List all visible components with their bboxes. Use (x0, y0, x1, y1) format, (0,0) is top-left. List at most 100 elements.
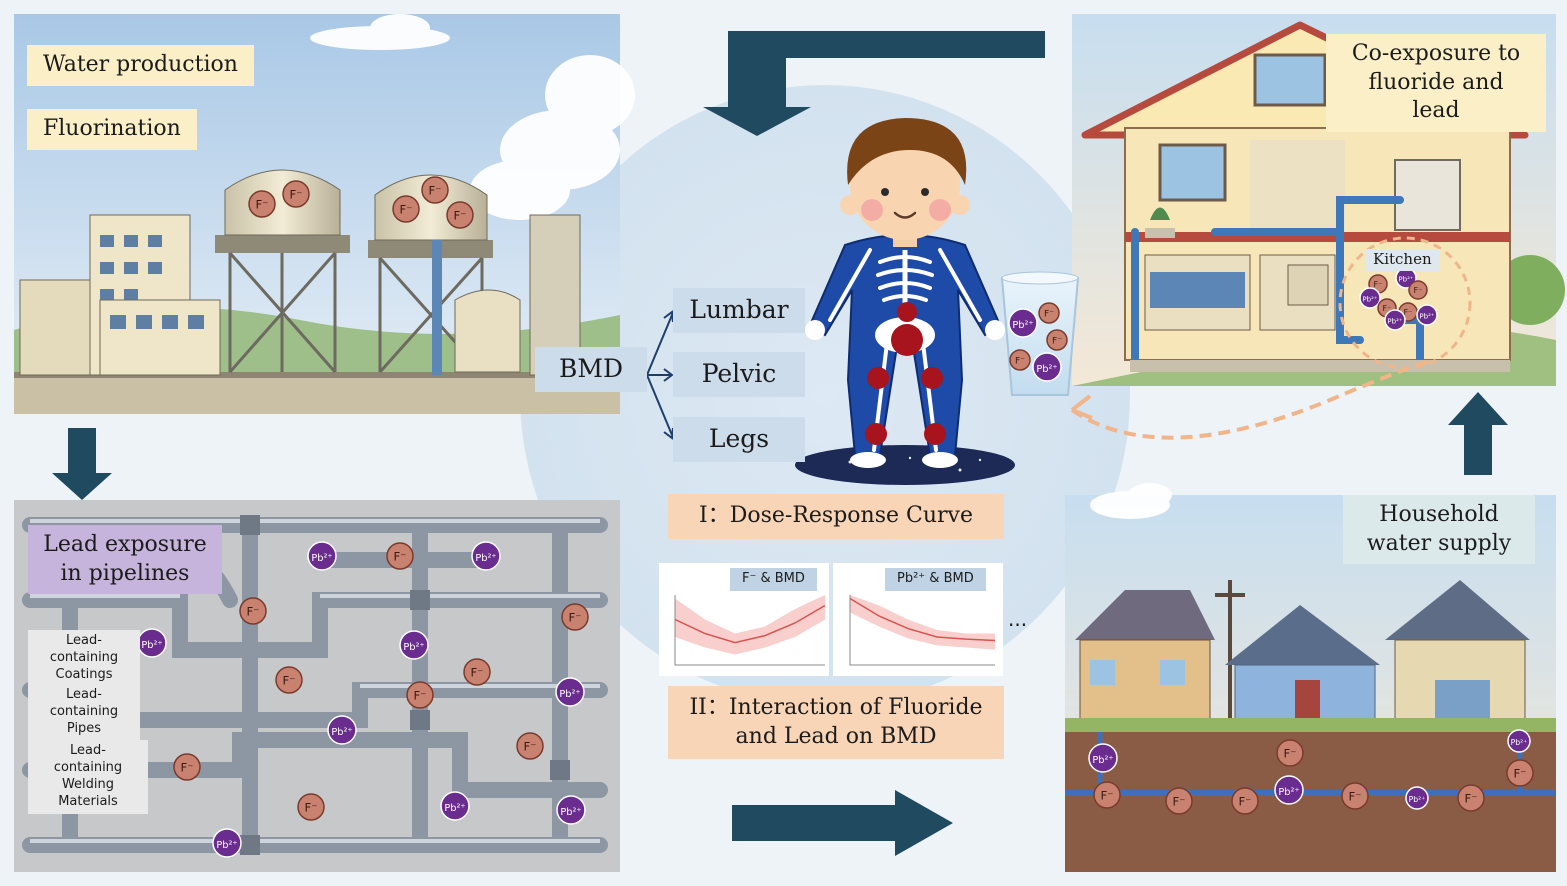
fluoride-ion: F⁻ (463, 658, 491, 686)
label-dose-response: I：Dose-Response Curve (668, 494, 1004, 539)
label-bmd: BMD (535, 347, 647, 392)
fluoride-ion: F⁻ (1009, 349, 1031, 371)
fluoride-ion: F⁻ (248, 190, 276, 218)
lead-ion: Pb²⁺ (1405, 786, 1429, 810)
label-lead-exposure: Lead exposure in pipelines (28, 525, 222, 595)
curve-line (674, 604, 826, 644)
svg-text:F⁻: F⁻ (1514, 767, 1527, 781)
svg-text:Pb²⁺: Pb²⁺ (311, 553, 332, 564)
lead-ion: Pb²⁺ (1384, 309, 1406, 331)
fluoride-ion: F⁻ (1093, 781, 1121, 809)
chart2-title: Pb²⁺ & BMD (885, 568, 986, 591)
svg-text:Pb²⁺: Pb²⁺ (1419, 313, 1434, 321)
arrow-left-down (52, 428, 112, 500)
svg-text:F⁻: F⁻ (1044, 310, 1054, 320)
svg-text:F⁻: F⁻ (394, 550, 407, 564)
svg-text:Pb²⁺: Pb²⁺ (141, 640, 162, 651)
fluoride-ion: F⁻ (275, 666, 303, 694)
svg-text:F⁻: F⁻ (1383, 303, 1392, 313)
label-co-exposure: Co-exposure to fluoride and lead (1326, 34, 1546, 132)
svg-text:F⁻: F⁻ (247, 605, 260, 619)
lead-ion: Pb²⁺ (307, 541, 337, 571)
svg-text:F⁻: F⁻ (283, 674, 296, 688)
svg-text:F⁻: F⁻ (256, 198, 269, 212)
label-lumbar: Lumbar (673, 288, 805, 333)
fluoride-ion: F⁻ (1276, 739, 1304, 767)
label-interaction: II：Interaction of Fluoride and Lead on B… (668, 686, 1004, 760)
label-pelvic: Pelvic (673, 352, 805, 397)
fluoride-ion: F⁻ (561, 603, 589, 631)
axis (674, 595, 825, 666)
svg-text:F⁻: F⁻ (414, 689, 427, 703)
arrow-bottom (732, 790, 953, 856)
svg-text:Pb²⁺: Pb²⁺ (559, 689, 580, 700)
arrow-top (703, 31, 1045, 136)
label-lead-pipes: Lead-containing Pipes (28, 684, 140, 741)
lead-ion: Pb²⁺ (440, 791, 470, 821)
fluoride-ion: F⁻ (406, 681, 434, 709)
svg-text:Pb²⁺: Pb²⁺ (1012, 320, 1033, 331)
svg-text:Pb²⁺: Pb²⁺ (403, 642, 424, 653)
label-household-water: Household water supply (1343, 495, 1535, 565)
svg-text:F⁻: F⁻ (1404, 307, 1413, 317)
svg-text:Pb²⁺: Pb²⁺ (560, 807, 581, 818)
curve-line (849, 597, 996, 642)
svg-text:Pb²⁺: Pb²⁺ (216, 840, 237, 851)
lead-ion: Pb²⁺ (1507, 729, 1531, 753)
svg-text:F⁻: F⁻ (1052, 337, 1062, 347)
lead-ion: Pb²⁺ (1032, 352, 1062, 382)
fluoride-ion: F⁻ (516, 732, 544, 760)
svg-text:Pb²⁺: Pb²⁺ (444, 803, 465, 814)
fluoride-ion: F⁻ (392, 195, 420, 223)
chart-fluoride-bmd (674, 595, 826, 666)
svg-text:F⁻: F⁻ (454, 209, 467, 223)
lead-ion: Pb²⁺ (1274, 775, 1304, 805)
lead-ion: Pb²⁺ (1008, 308, 1038, 338)
svg-text:F⁻: F⁻ (1374, 279, 1383, 289)
flow-arrows (52, 31, 1508, 856)
fluoride-ion: F⁻ (1408, 280, 1428, 300)
svg-text:Pb²⁺: Pb²⁺ (331, 727, 352, 738)
label-legs: Legs (673, 417, 805, 462)
svg-text:F⁻: F⁻ (290, 188, 303, 202)
lead-ion: Pb²⁺ (471, 541, 501, 571)
svg-text:Pb²⁺: Pb²⁺ (1409, 795, 1426, 804)
lead-ion: Pb²⁺ (1416, 304, 1438, 326)
child-figure (795, 118, 1080, 485)
fluoride-ion: F⁻ (1046, 329, 1068, 351)
svg-text:F⁻: F⁻ (1239, 795, 1252, 809)
lead-ion: Pb²⁺ (327, 715, 357, 745)
ellipsis: ··· (1008, 613, 1028, 637)
neighbourhood-panel (1065, 483, 1556, 872)
label-kitchen: Kitchen (1365, 249, 1440, 271)
svg-text:F⁻: F⁻ (1173, 795, 1186, 809)
chart-lead-bmd (849, 595, 996, 666)
svg-text:Pb²⁺: Pb²⁺ (1511, 738, 1528, 747)
ci-band (675, 595, 825, 655)
svg-text:F⁻: F⁻ (1101, 789, 1114, 803)
svg-text:F⁻: F⁻ (569, 611, 582, 625)
fluoride-ion: F⁻ (386, 542, 414, 570)
svg-text:Pb²⁺: Pb²⁺ (1398, 276, 1413, 284)
label-lead-coatings: Lead-containing Coatings (28, 630, 140, 687)
fluoride-ion: F⁻ (421, 176, 449, 204)
fluoride-ion: F⁻ (1165, 787, 1193, 815)
svg-text:F⁻: F⁻ (471, 666, 484, 680)
lead-ion: Pb²⁺ (555, 677, 585, 707)
svg-text:Pb²⁺: Pb²⁺ (1278, 787, 1299, 798)
fluoride-ion: F⁻ (1231, 787, 1259, 815)
svg-text:F⁻: F⁻ (1015, 357, 1025, 367)
arrow-right-up (1448, 392, 1508, 475)
chart1-title: F⁻ & BMD (730, 568, 817, 591)
fluoride-ion: F⁻ (282, 180, 310, 208)
lead-ion: Pb²⁺ (1088, 743, 1118, 773)
dashed-connector (1070, 236, 1472, 440)
fluoride-ion: F⁻ (1506, 759, 1534, 787)
fluoride-ion: F⁻ (1341, 782, 1369, 810)
fluoride-ion: F⁻ (1457, 784, 1485, 812)
svg-text:F⁻: F⁻ (524, 740, 537, 754)
svg-text:F⁻: F⁻ (181, 761, 194, 775)
label-lead-welding: Lead-containing Welding Materials (28, 740, 148, 814)
fluoride-ion: F⁻ (173, 753, 201, 781)
